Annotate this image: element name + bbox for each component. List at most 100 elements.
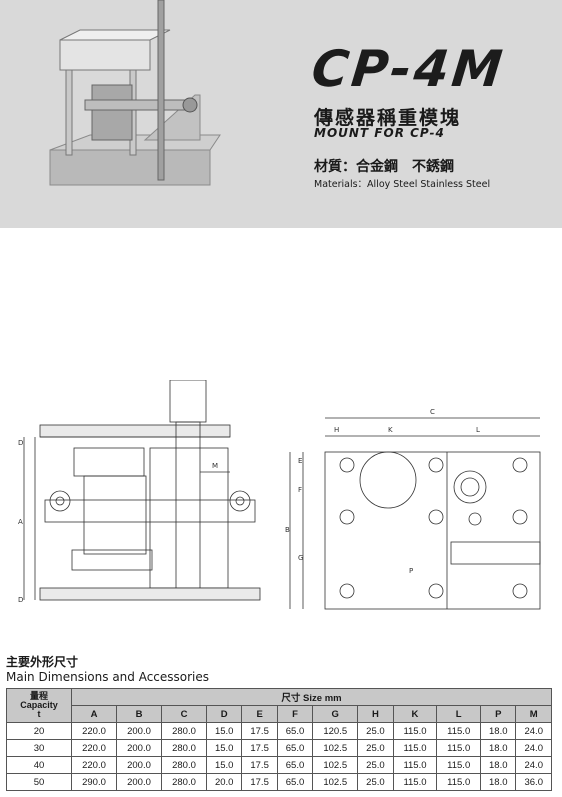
size-header: 尺寸 Size mm (71, 688, 552, 706)
table-cell: 17.5 (241, 739, 278, 757)
capacity-header-cn: 量程 (29, 691, 48, 701)
table-cell: 18.0 (480, 756, 517, 774)
materials-en: Materials：Alloy Steel Stainless Steel (314, 179, 491, 190)
table-cell: 115.0 (436, 756, 482, 774)
table-cell: 280.0 (161, 722, 207, 740)
table-cell: 36.0 (515, 773, 552, 791)
column-header-H: H (357, 705, 394, 723)
table-cell: 25.0 (357, 722, 394, 740)
table-cell: 102.5 (312, 756, 359, 774)
capacity-cell: 50 (6, 773, 72, 791)
table-cell: 15.0 (205, 756, 243, 774)
table-cell: 115.0 (436, 773, 482, 791)
table-cell: 280.0 (161, 773, 207, 791)
dim-label-D-bottom: D (18, 596, 23, 604)
table-cell: 65.0 (276, 773, 314, 791)
table-cell: 115.0 (392, 773, 438, 791)
capacity-header: 量程 Capacity t (6, 688, 72, 723)
table-cell: 24.0 (515, 756, 552, 774)
table-cell: 120.5 (312, 722, 359, 740)
mount-product-photo (49, 0, 221, 186)
table-header-row-1: 量程 Capacity t 尺寸 Size mm (6, 688, 552, 723)
dim-label-C: C (430, 408, 435, 416)
capacity-unit: t (37, 709, 41, 719)
model-title: CP-4M (308, 40, 508, 98)
table-cell: 20.0 (205, 773, 243, 791)
dim-label-G: G (298, 554, 303, 562)
table-cell: 115.0 (392, 756, 438, 774)
table-cell: 24.0 (515, 722, 552, 740)
table-cell: 18.0 (480, 739, 517, 757)
column-header-P: P (480, 705, 517, 723)
table-cell: 15.0 (205, 722, 243, 740)
table-cell: 25.0 (357, 756, 394, 774)
dim-label-D-top: D (18, 439, 23, 447)
table-cell: 220.0 (71, 722, 117, 740)
dim-label-L: L (476, 426, 480, 434)
table-cell: 18.0 (480, 722, 517, 740)
top-view (289, 417, 541, 610)
column-header-E: E (241, 705, 278, 723)
capacity-cell: 40 (6, 756, 72, 774)
table-cell: 220.0 (71, 739, 117, 757)
column-header-B: B (116, 705, 162, 723)
table-cell: 17.5 (241, 722, 278, 740)
column-header-F: F (276, 705, 314, 723)
dim-label-H: H (334, 426, 339, 434)
table-cell: 200.0 (116, 739, 162, 757)
table-cell: 102.5 (312, 773, 359, 791)
dim-label-B: B (285, 526, 290, 534)
column-header-D: D (205, 705, 243, 723)
dim-label-A: A (18, 518, 23, 526)
table-cell: 24.0 (515, 739, 552, 757)
table-cell: 200.0 (116, 773, 162, 791)
table-cell: 15.0 (205, 739, 243, 757)
dim-label-E: E (298, 457, 302, 465)
header-banner: CP-4M 傳感器稱重模塊 MOUNT FOR CP-4 材質：合金鋼 不銹鋼 … (0, 0, 562, 228)
column-header-G: G (312, 705, 359, 723)
capacity-cell: 20 (6, 722, 72, 740)
table-cell: 17.5 (241, 756, 278, 774)
table-cell: 115.0 (436, 722, 482, 740)
table-cell: 115.0 (392, 722, 438, 740)
table-cell: 280.0 (161, 739, 207, 757)
table-cell: 200.0 (116, 722, 162, 740)
capacity-cell: 30 (6, 739, 72, 757)
table-cell: 25.0 (357, 773, 394, 791)
dim-label-M: M (212, 462, 218, 470)
table-cell: 115.0 (392, 739, 438, 757)
side-view (23, 380, 261, 601)
table-cell: 220.0 (71, 756, 117, 774)
table-cell: 65.0 (276, 756, 314, 774)
capacity-header-en: Capacity (20, 700, 58, 710)
table-cell: 18.0 (480, 773, 517, 791)
product-title-cn: 傳感器稱重模塊 (314, 107, 462, 129)
table-cell: 65.0 (276, 722, 314, 740)
table-cell: 25.0 (357, 739, 394, 757)
column-header-A: A (71, 705, 117, 723)
column-header-C: C (161, 705, 207, 723)
table-cell: 290.0 (71, 773, 117, 791)
column-header-L: L (436, 705, 482, 723)
table-cell: 280.0 (161, 756, 207, 774)
column-header-M: M (515, 705, 552, 723)
materials-cn: 材質：合金鋼 不銹鋼 (314, 159, 454, 175)
product-title-en: MOUNT FOR CP-4 (314, 126, 445, 140)
section-title-cn: 主要外形尺寸 (6, 655, 79, 669)
table-cell: 17.5 (241, 773, 278, 791)
table-cell: 115.0 (436, 739, 482, 757)
table-cell: 200.0 (116, 756, 162, 774)
technical-drawing: D A D M C H K L E F B G P (18, 380, 541, 610)
section-title-en: Main Dimensions and Accessories (6, 670, 210, 684)
column-header-K: K (392, 705, 438, 723)
dim-label-F: F (298, 486, 302, 494)
dim-label-K: K (388, 426, 393, 434)
dim-label-P: P (409, 567, 413, 575)
